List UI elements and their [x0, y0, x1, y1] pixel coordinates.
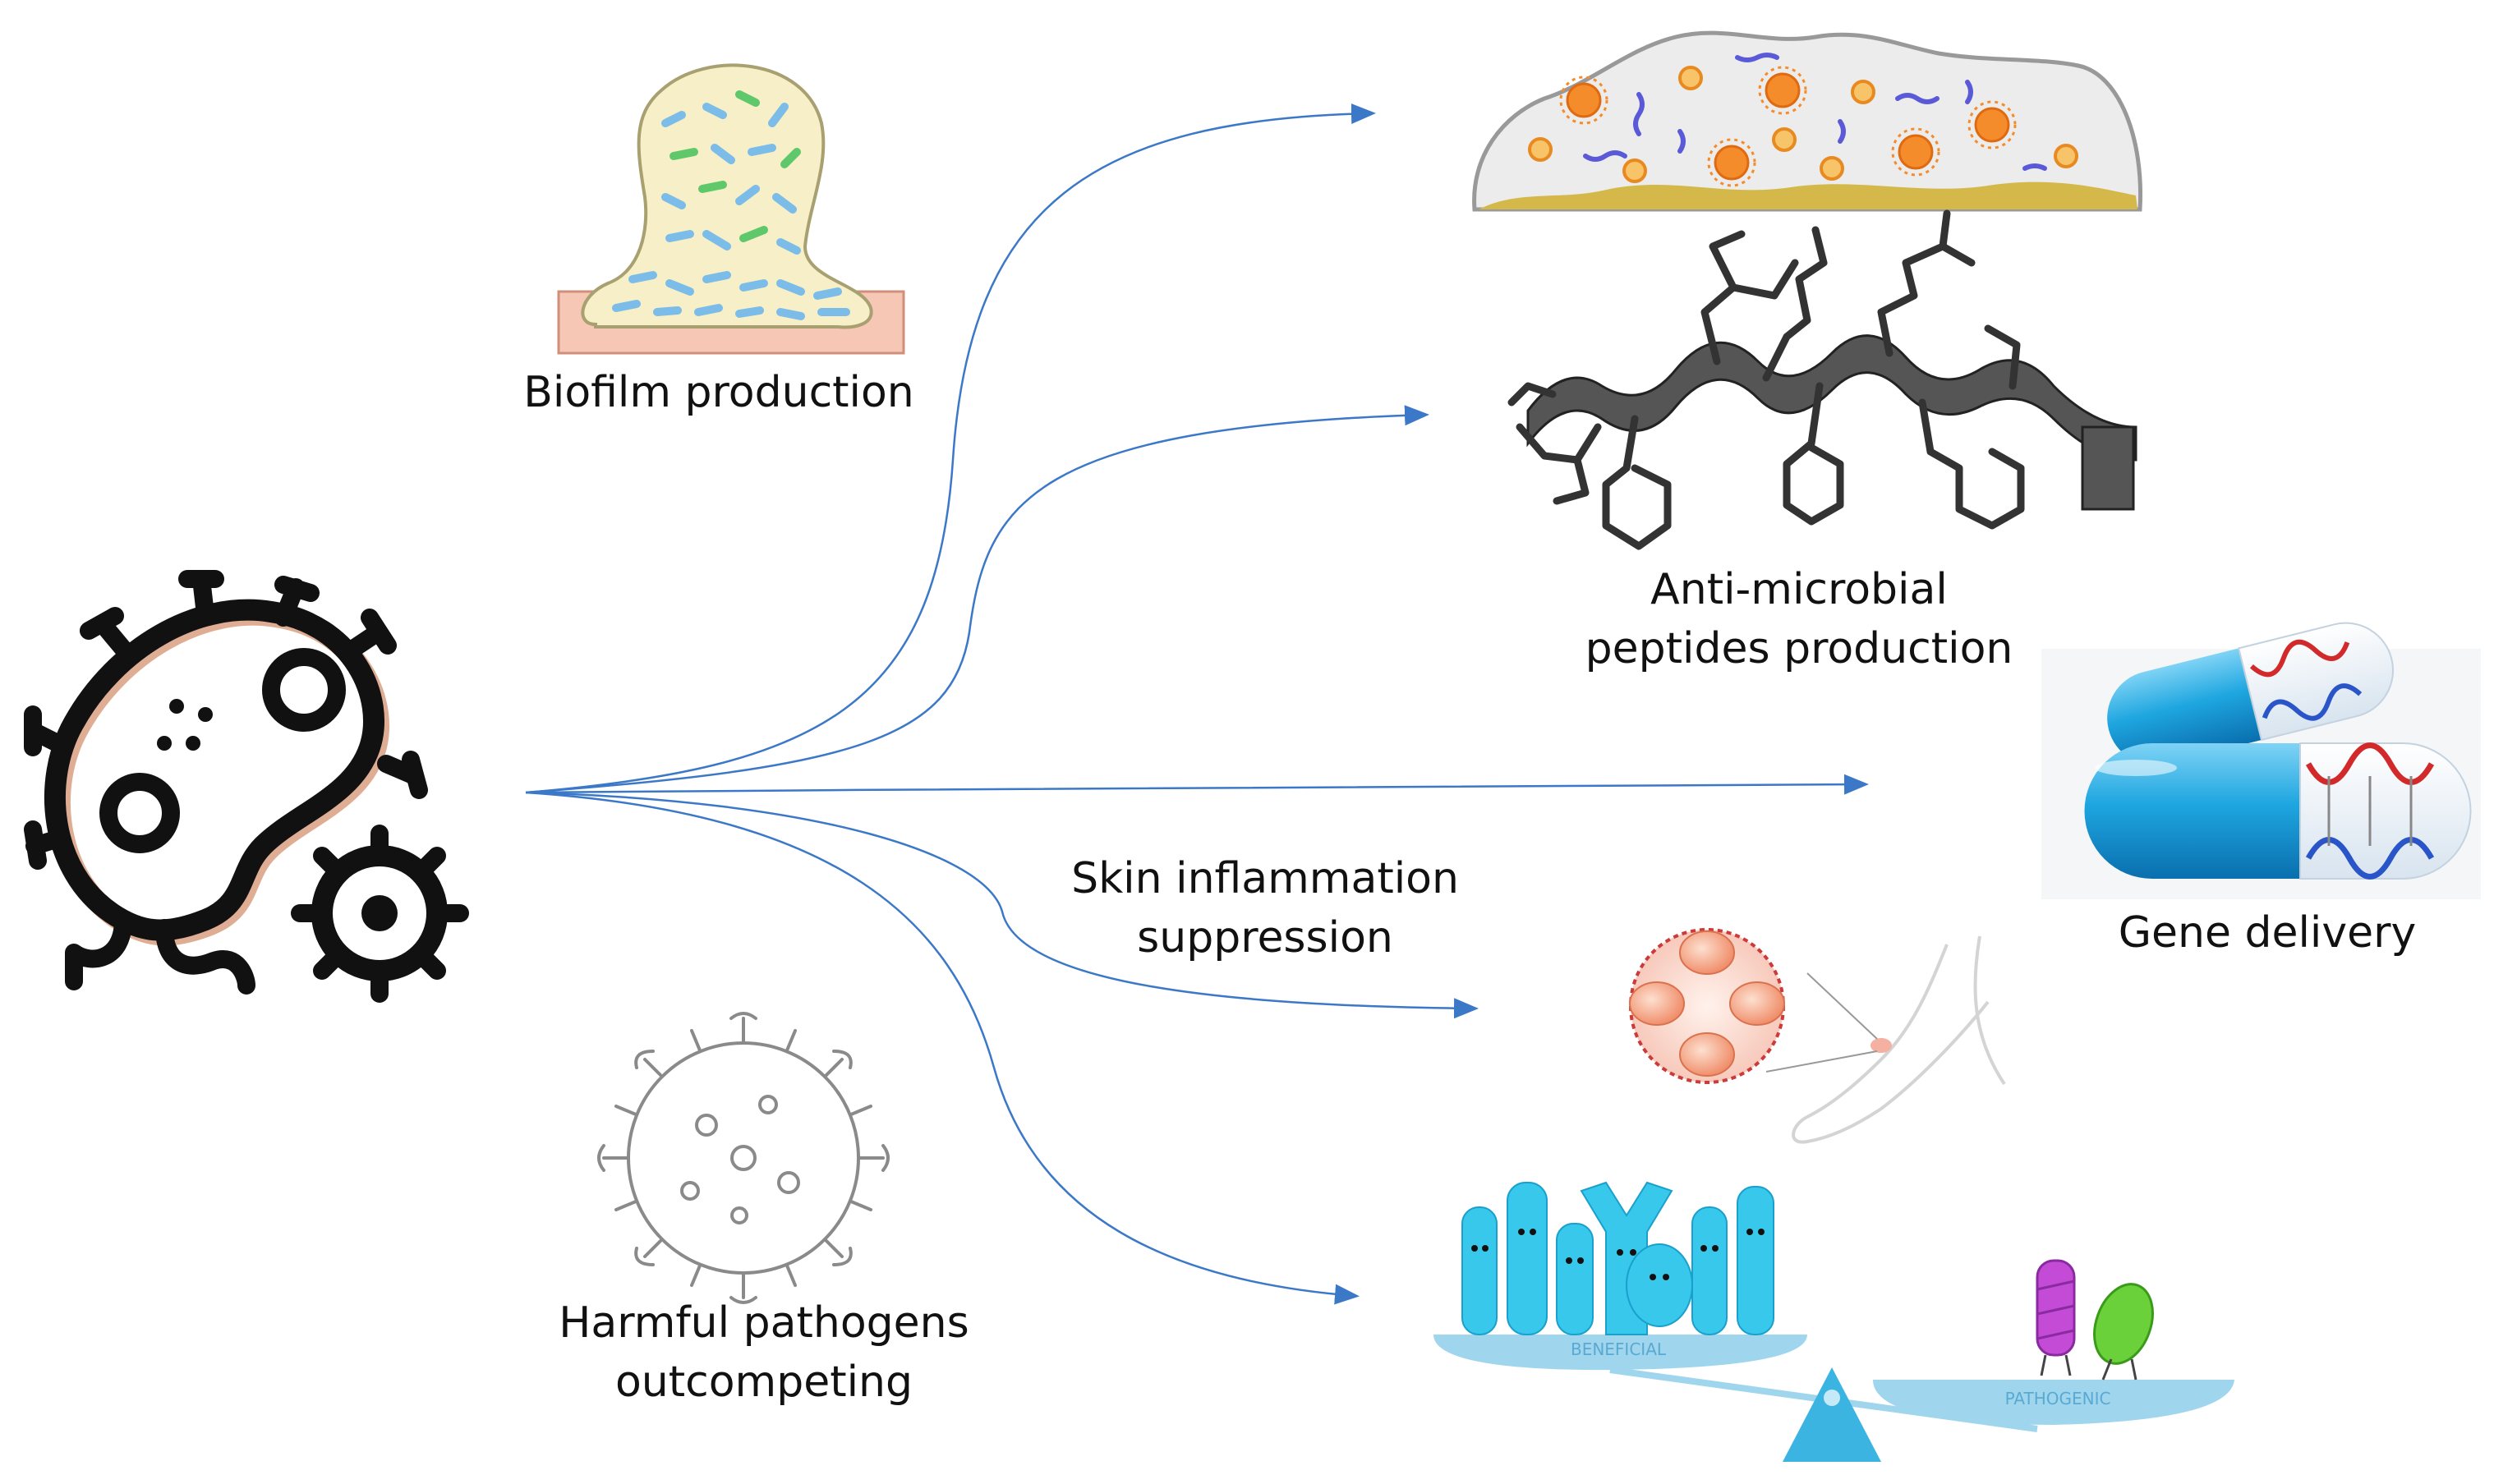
label-pathogens-line1: Harmful pathogens: [559, 1298, 969, 1348]
skin-cells-illustration: [1629, 928, 2006, 1144]
pathogenic-inset-label: PATHOGENIC: [2005, 1389, 2111, 1408]
gene-capsule-illustration: [2041, 622, 2481, 899]
label-anti-microbial-line1: Anti-microbial: [1650, 565, 1948, 614]
arrow-to-skin: [525, 791, 1479, 1019]
label-anti-microbial-peptides: Anti-microbial peptides production: [1528, 560, 2070, 678]
arrow-to-peptides: [525, 405, 1429, 794]
small-microbe-icon: [291, 825, 469, 1003]
label-pathogens-line2: outcompeting: [614, 1358, 913, 1407]
virus-icon: [597, 1012, 890, 1304]
arrow-to-gene-delivery: [525, 774, 1869, 795]
label-harmful-pathogens: Harmful pathogens outcompeting: [509, 1293, 1019, 1412]
label-biofilm-production: Biofilm production: [523, 368, 914, 417]
label-skin-line2: suppression: [1137, 913, 1393, 963]
arrow-to-pathogens: [525, 791, 1360, 1305]
label-skin-line1: Skin inflammation: [1071, 854, 1459, 903]
biofilm-illustration: [557, 63, 905, 355]
beneficial-inset-label: BENEFICIAL: [1571, 1339, 1667, 1359]
label-skin-inflammation: Skin inflammation suppression: [1019, 849, 1512, 967]
arrow-to-biofilm: [525, 103, 1376, 794]
label-anti-microbial-line2: peptides production: [1585, 624, 2013, 673]
label-gene-delivery: Gene delivery: [2118, 908, 2417, 958]
nanoparticle-illustration: [1472, 30, 2143, 212]
microbiome-balance-illustration: BENEFICIAL PATHOGENIC: [1433, 1181, 2234, 1462]
peptide-helix-illustration: [1507, 209, 2137, 550]
bacteria-icon: [24, 570, 428, 995]
arrows: [525, 103, 1869, 1305]
